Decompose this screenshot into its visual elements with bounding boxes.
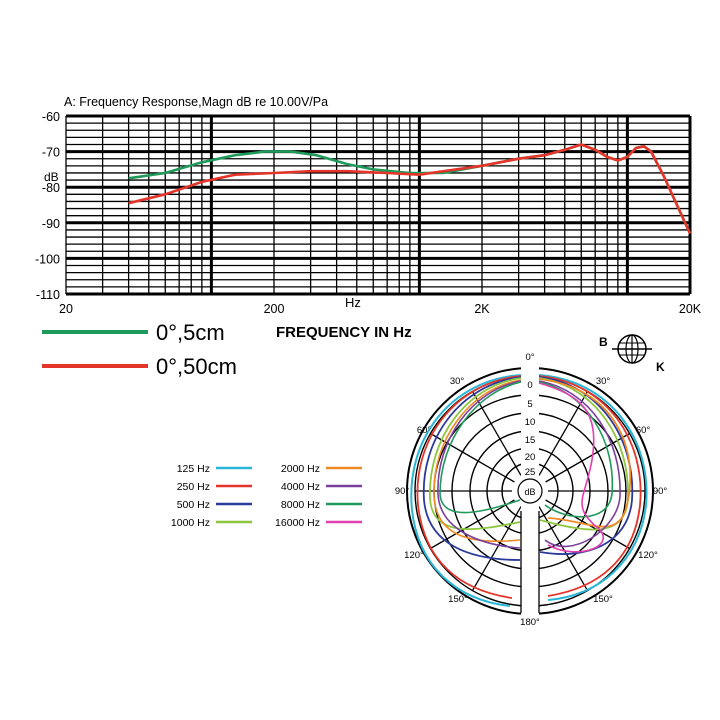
polar-legend-label: 250 Hz: [177, 481, 210, 493]
polar-angle-label: 60°: [417, 425, 432, 436]
polar-pattern-curve: [538, 378, 632, 528]
polar-angle-label: 0°: [525, 352, 534, 363]
brand-logo: B K: [599, 334, 665, 374]
logo-letter-left: B: [599, 335, 608, 349]
polar-angle-label: 90°: [653, 486, 668, 497]
y-axis-label: dB: [44, 170, 59, 184]
polar-ring-label: 5: [527, 399, 532, 410]
polar-legend-label: 4000 Hz: [281, 481, 320, 493]
polar-legend-label: 8000 Hz: [281, 499, 320, 511]
y-tick-label: -110: [36, 288, 60, 302]
polar-ring-label: 15: [525, 435, 536, 446]
polar-spoke: [545, 432, 630, 483]
legend-label-series-1: 0°,5cm: [156, 320, 225, 345]
frequency-legend: 0°,5cm 0°,50cm FREQUENCY IN Hz: [42, 320, 412, 379]
y-tick-label: -70: [42, 146, 60, 160]
polar-legend-label: 125 Hz: [177, 463, 210, 475]
polar-legend: 125 Hz 250 Hz 500 Hz 1000 Hz 2000 Hz 4000 Hz 8…: [171, 463, 362, 529]
x-tick-labels: 20 200 2K 20K: [59, 302, 702, 316]
polar-legend-label: 1000 Hz: [171, 517, 210, 529]
polar-angle-label: 120°: [638, 550, 658, 561]
polar-pattern-curve: [429, 377, 522, 531]
y-tick-label: -90: [42, 217, 60, 231]
polar-angle-label: 150°: [593, 594, 613, 605]
y-tick-labels: -60 -70 -80 -90 -100 -110: [35, 110, 60, 302]
x-tick-label: 200: [264, 302, 285, 316]
chart-grid: [65, 114, 692, 296]
polar-pattern-curve: [437, 380, 522, 549]
polar-angle-label: 30°: [450, 376, 465, 387]
polar-spoke: [471, 506, 522, 591]
polar-angle-label: 150°: [448, 594, 468, 605]
polar-ring-label: 20: [525, 452, 536, 463]
legend-label-series-2: 0°,50cm: [156, 354, 237, 379]
polar-pattern-curve: [538, 375, 642, 597]
polar-ring-label: 10: [525, 417, 536, 428]
polar-ring-label: 25: [525, 467, 536, 478]
polar-ring-label: 0: [527, 380, 532, 391]
polar-spoke: [538, 391, 589, 476]
polar-angle-label: 60°: [636, 425, 651, 436]
polar-unit-label: dB: [524, 487, 535, 497]
polar-spoke: [471, 391, 522, 476]
polar-angle-label: 180°: [520, 617, 540, 628]
polar-legend-label: 500 Hz: [177, 499, 210, 511]
polar-pattern-curve: [538, 380, 621, 548]
x-axis-title: FREQUENCY IN Hz: [276, 324, 412, 341]
polar-legend-label: 16000 Hz: [275, 517, 320, 529]
series-line-2: [128, 143, 692, 235]
polar-spoke: [538, 506, 589, 591]
x-tick-label: 20: [59, 302, 73, 316]
x-unit-label: Hz: [345, 295, 361, 310]
polar-angle-label: 90°: [395, 486, 410, 497]
polar-angle-label: 30°: [596, 376, 611, 387]
y-tick-label: -100: [35, 252, 60, 266]
y-tick-label: -80: [42, 181, 60, 195]
polar-angle-label: 120°: [404, 550, 424, 561]
y-tick-label: -60: [42, 110, 60, 124]
polar-pattern-curve: [439, 381, 522, 514]
polar-pattern-chart: 0 5 10 15 20 25 dB 0° 30° 60° 90° 120° 150° 180° 30° 60…: [395, 352, 668, 628]
frequency-response-chart: A: Frequency Response,Magn dB re 10.00V/…: [35, 95, 702, 316]
chart-series: [128, 143, 692, 235]
polar-pattern-curve: [416, 375, 522, 599]
x-tick-label: 20K: [679, 302, 702, 316]
polar-pattern-curve: [538, 382, 604, 553]
x-tick-label: 2K: [474, 302, 490, 316]
polar-pattern-curve: [433, 379, 522, 543]
polar-pattern-curve: [538, 374, 648, 601]
chart-title: A: Frequency Response,Magn dB re 10.00V/…: [64, 95, 328, 109]
polar-pattern-curve: [410, 374, 522, 607]
polar-pattern-curve: [422, 376, 522, 561]
polar-legend-label: 2000 Hz: [281, 463, 320, 475]
logo-letter-right: K: [656, 360, 665, 374]
